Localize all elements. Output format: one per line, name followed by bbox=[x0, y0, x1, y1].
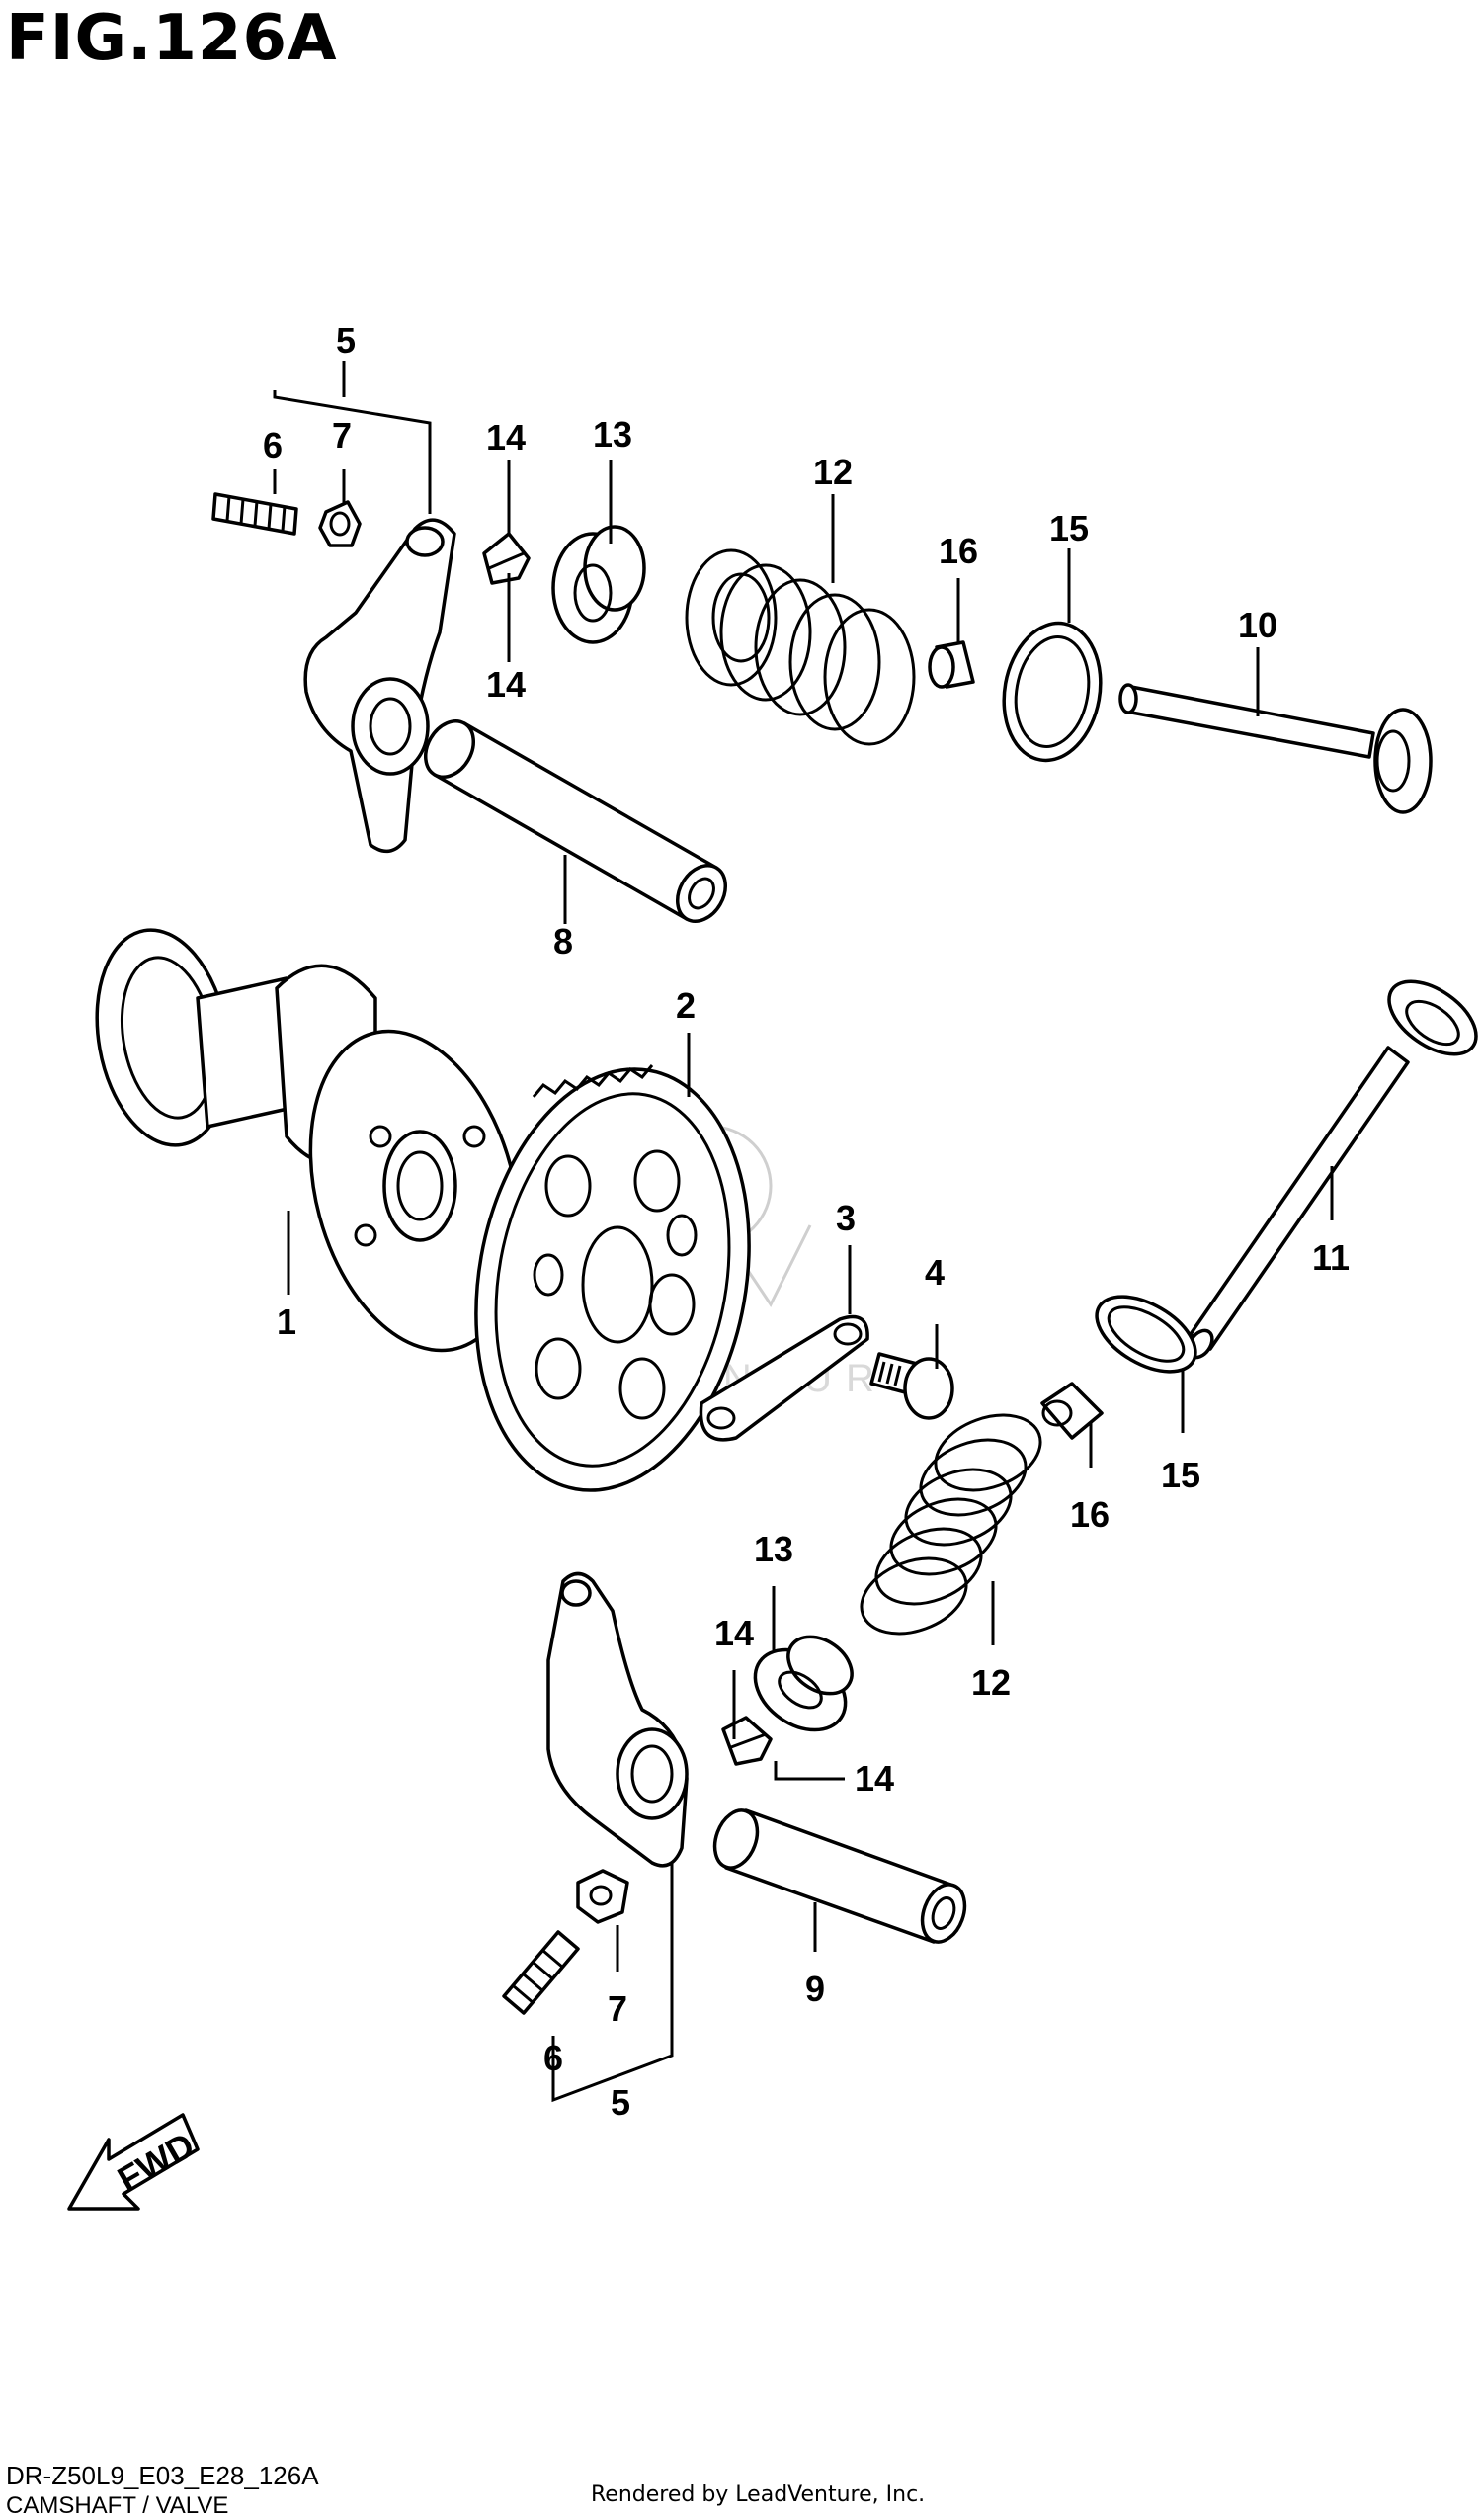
callout-8: 8 bbox=[553, 921, 573, 962]
callout-10: 10 bbox=[1238, 605, 1277, 645]
valve-cotter-lower bbox=[721, 1716, 773, 1766]
diagram-caption: CAMSHAFT / VALVE bbox=[6, 2492, 229, 2519]
callout-14-lower-b: 14 bbox=[855, 1758, 894, 1799]
fwd-arrow-icon: FWD bbox=[67, 2113, 201, 2211]
callout-2: 2 bbox=[676, 985, 696, 1026]
callout-12-upper: 12 bbox=[813, 452, 853, 492]
camshaft-plate bbox=[699, 1314, 869, 1442]
callout-15-lower: 15 bbox=[1161, 1455, 1200, 1495]
callouts: 5 6 7 14 14 13 12 16 15 10 8 1 2 3 4 11 … bbox=[263, 320, 1350, 2123]
spring-seat-upper bbox=[1002, 621, 1103, 763]
valve-lower bbox=[1187, 979, 1478, 1360]
diagram-code: DR-Z50L9_E03_E28_126A bbox=[6, 2461, 319, 2490]
callout-11: 11 bbox=[1312, 1237, 1350, 1278]
valve-stem-seal-lower bbox=[1040, 1382, 1104, 1440]
spring-retainer-lower bbox=[753, 1635, 854, 1732]
adjusting-screw-lower bbox=[502, 1930, 580, 2015]
callout-12-lower: 12 bbox=[971, 1662, 1011, 1703]
callout-16-lower: 16 bbox=[1070, 1494, 1110, 1535]
rocker-arm-lower bbox=[546, 1571, 689, 1868]
callout-4: 4 bbox=[925, 1252, 945, 1293]
callout-5-upper: 5 bbox=[336, 320, 356, 361]
callout-9: 9 bbox=[805, 1969, 825, 2009]
callout-13-upper: 13 bbox=[593, 414, 632, 455]
callout-7-lower: 7 bbox=[608, 1988, 627, 2029]
callout-14-upper-a: 14 bbox=[486, 417, 526, 458]
nut-upper bbox=[318, 500, 362, 547]
rocker-shaft-lower bbox=[712, 1808, 967, 1944]
camshaft-sprocket bbox=[474, 1064, 751, 1492]
render-credit: Rendered by LeadVenture, Inc. bbox=[591, 2482, 926, 2507]
valve-spring-lower bbox=[860, 1413, 1042, 1636]
leader-lines bbox=[273, 361, 1334, 2103]
callout-13-lower: 13 bbox=[754, 1529, 793, 1569]
callout-6-upper: 6 bbox=[263, 425, 283, 465]
nut-lower bbox=[576, 1869, 629, 1924]
callout-7-upper: 7 bbox=[332, 415, 352, 456]
spring-retainer-upper bbox=[551, 525, 646, 644]
valve-upper bbox=[1118, 683, 1433, 814]
callout-14-upper-b: 14 bbox=[486, 664, 526, 705]
valve-cotter-upper bbox=[482, 532, 531, 585]
rocker-arm-upper bbox=[303, 518, 456, 854]
callout-1: 1 bbox=[277, 1302, 296, 1342]
callout-3: 3 bbox=[836, 1198, 856, 1238]
adjusting-screw-upper bbox=[211, 492, 298, 536]
callout-14-lower-a: 14 bbox=[714, 1613, 754, 1653]
callout-5-lower: 5 bbox=[611, 2082, 630, 2123]
valve-spring-upper bbox=[685, 548, 916, 746]
callout-15-upper: 15 bbox=[1049, 508, 1089, 548]
callout-6-lower: 6 bbox=[543, 2038, 563, 2078]
camshaft bbox=[95, 928, 522, 1353]
spring-seat-lower bbox=[1095, 1295, 1197, 1374]
figure-title: FIG.126A bbox=[6, 2, 338, 75]
callout-16-upper: 16 bbox=[939, 531, 978, 571]
rocker-shaft-upper bbox=[424, 719, 727, 923]
plate-bolt bbox=[869, 1352, 954, 1420]
valve-stem-seal-upper bbox=[928, 640, 975, 689]
